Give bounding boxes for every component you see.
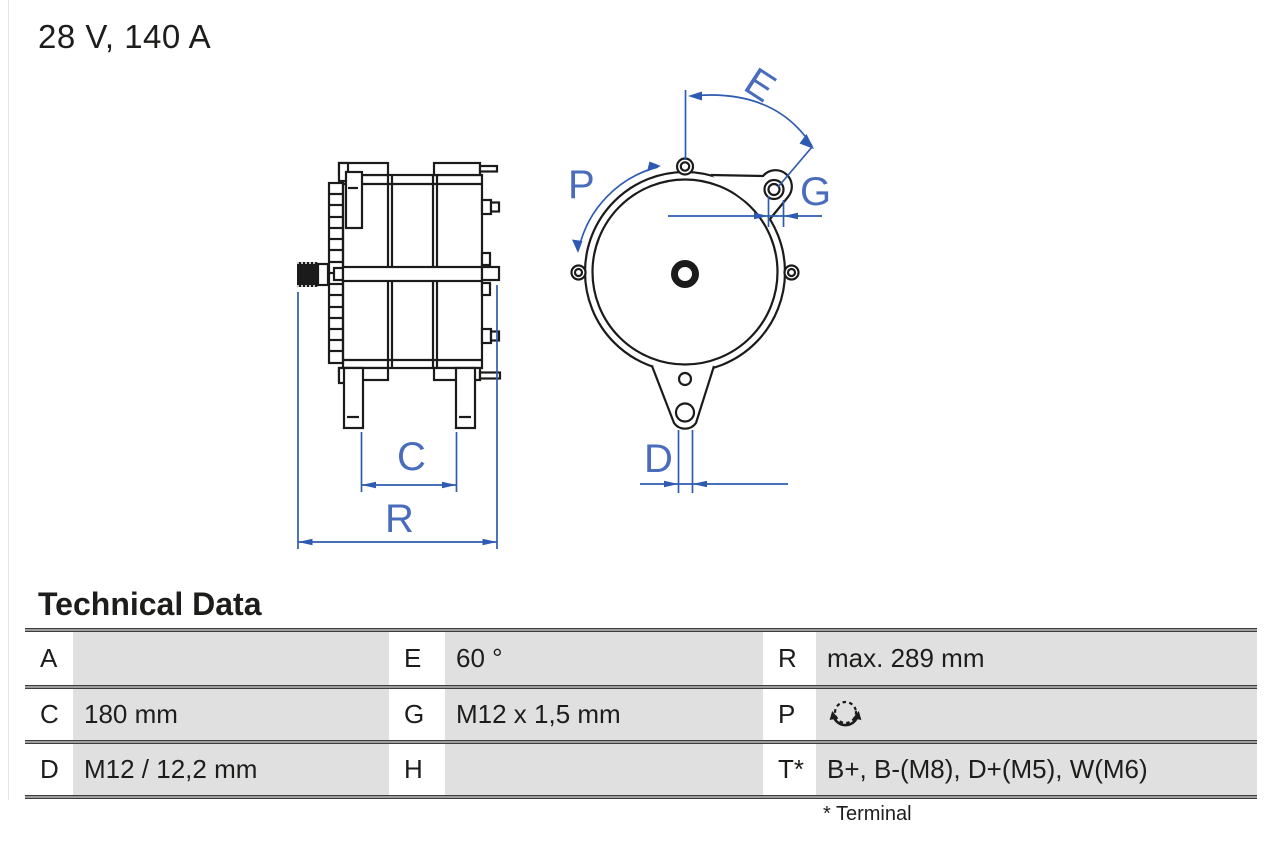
terminal-footnote: * Terminal <box>823 803 912 825</box>
dimension-r: R <box>297 285 498 549</box>
dimension-g: G <box>668 170 831 227</box>
table-rule <box>25 628 1257 632</box>
front-view <box>570 157 800 430</box>
dim-label-d: D <box>644 437 673 481</box>
dimension-e: E <box>684 60 814 188</box>
table-rule <box>25 740 1257 744</box>
dim-label-p: P <box>568 163 595 207</box>
dim-label-c: C <box>397 435 426 479</box>
dimension-d: D <box>640 430 788 493</box>
cell-value-g: M12 x 1,5 mm <box>445 689 763 740</box>
cell-label-p: P <box>763 689 816 740</box>
page-edge-line <box>8 0 9 800</box>
cell-label-a: A <box>25 632 73 685</box>
cell-value-a <box>73 632 389 685</box>
table-row: C 180 mm G M12 x 1,5 mm P <box>25 689 1257 740</box>
cell-label-r: R <box>763 632 816 685</box>
dim-label-g: G <box>800 170 831 214</box>
table-row: D M12 / 12,2 mm H T* B+, B-(M8), D+(M5),… <box>25 744 1257 795</box>
cell-value-p <box>816 689 1257 740</box>
technical-data-table: A E 60 ° R max. 289 mm C 180 mm G M12 x … <box>25 628 1257 799</box>
cell-value-r: max. 289 mm <box>816 632 1257 685</box>
table-rule <box>25 795 1257 799</box>
page-title: 28 V, 140 A <box>38 18 212 55</box>
dim-label-r: R <box>385 497 414 541</box>
dim-label-e: E <box>737 60 783 111</box>
cell-value-e: 60 ° <box>445 632 763 685</box>
rotation-direction-icon <box>829 700 862 726</box>
table-row: A E 60 ° R max. 289 mm <box>25 632 1257 685</box>
cell-value-c: 180 mm <box>73 689 389 740</box>
cell-value-h <box>445 744 763 795</box>
section-heading: Technical Data <box>38 586 262 622</box>
alternator-technical-drawing: C R <box>297 60 831 549</box>
cell-label-t: T* <box>763 744 816 795</box>
cell-label-c: C <box>25 689 73 740</box>
cell-label-g: G <box>389 689 445 740</box>
cell-value-t: B+, B-(M8), D+(M5), W(M6) <box>816 744 1257 795</box>
table-rule <box>25 685 1257 689</box>
dimension-p: P <box>568 161 661 253</box>
dimension-c: C <box>360 432 458 492</box>
cell-value-d: M12 / 12,2 mm <box>73 744 389 795</box>
cell-label-d: D <box>25 744 73 795</box>
cell-label-h: H <box>389 744 445 795</box>
cell-label-e: E <box>389 632 445 685</box>
side-view <box>297 161 502 430</box>
